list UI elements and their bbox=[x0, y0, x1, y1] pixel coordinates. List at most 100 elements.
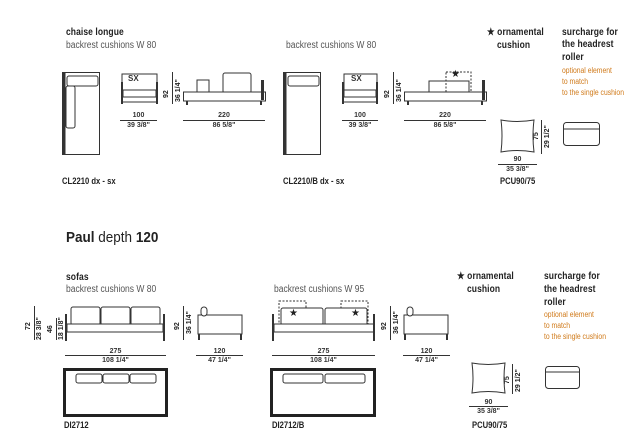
ornamental-label: ★ ornamental bbox=[487, 28, 544, 38]
cushion-code: PCU90/75 bbox=[500, 176, 536, 186]
product-code: CL2210/B dx - sx bbox=[283, 176, 345, 186]
surcharge-line3: roller bbox=[544, 297, 566, 308]
headrest-roller-drawing bbox=[545, 366, 580, 389]
height-dim: 92 bbox=[384, 90, 391, 98]
section-heading-sofas: sofas bbox=[66, 272, 89, 283]
width-dim-in: 39 3/8" bbox=[348, 122, 372, 129]
chaise-b-top-view bbox=[283, 72, 321, 155]
width-dim: 275 bbox=[109, 348, 122, 355]
subtitle: backrest cushions W 95 bbox=[274, 284, 365, 295]
front-label: SX bbox=[351, 74, 362, 83]
cushion-height: 75 bbox=[533, 132, 540, 140]
height-dim-in: 36 1/4" bbox=[175, 79, 182, 102]
dim-line bbox=[469, 406, 508, 407]
depth-dim: 120 bbox=[420, 348, 433, 355]
dim-line bbox=[404, 120, 486, 121]
sofa-side-view bbox=[197, 306, 243, 340]
height-dim-line bbox=[172, 72, 173, 104]
dim-line bbox=[196, 355, 243, 356]
ornamental-label: ★ ornamental bbox=[457, 272, 514, 282]
height-dim-in: 36 1/4" bbox=[396, 79, 403, 102]
height-dim: 92 bbox=[174, 322, 181, 330]
length-dim: 220 bbox=[439, 112, 451, 119]
cushion-drawing bbox=[471, 362, 506, 394]
dim-line bbox=[65, 355, 166, 356]
height-dim: 92 bbox=[163, 90, 170, 98]
dim-line bbox=[120, 120, 157, 121]
cushion-width-in: 35 3/8" bbox=[506, 166, 529, 173]
subtitle: backrest cushions W 80 bbox=[66, 40, 157, 51]
collection-name: Paul bbox=[66, 229, 95, 246]
cushion-height: 75 bbox=[504, 376, 511, 384]
dim-line bbox=[56, 318, 57, 340]
cushion-drawing bbox=[500, 119, 535, 153]
chaise-b-front-view bbox=[342, 73, 378, 104]
cushion-code: PCU90/75 bbox=[472, 420, 508, 430]
width-dim-in: 39 3/8" bbox=[127, 122, 150, 129]
height-dim-line bbox=[512, 364, 513, 394]
height-dim-line bbox=[393, 72, 394, 104]
cushion-width-in: 35 3/8" bbox=[477, 408, 500, 415]
chaise-side-view bbox=[183, 72, 266, 105]
ornamental-line2: cushion bbox=[497, 40, 531, 51]
height-dim: 92 bbox=[381, 322, 388, 330]
subtitle: backrest cushions W 80 bbox=[286, 40, 377, 51]
cushion-height-in: 29 1/2" bbox=[515, 369, 522, 392]
ornamental-star-icon: ★ bbox=[451, 69, 460, 80]
surcharge-line1: surcharge for bbox=[562, 27, 618, 38]
sofa-b-side-view bbox=[403, 306, 449, 340]
ornamental-line1: ornamental bbox=[497, 27, 544, 38]
cushion-width: 90 bbox=[484, 399, 493, 406]
chaise-top-view bbox=[62, 72, 100, 155]
optional-line1: optional element bbox=[544, 310, 594, 319]
optional-line2: to match bbox=[562, 77, 589, 86]
dim-line bbox=[34, 306, 35, 340]
ornamental-line1: ornamental bbox=[467, 271, 514, 282]
dim-line bbox=[498, 164, 537, 165]
dim-line bbox=[183, 120, 265, 121]
height-dim-in: 36 1/4" bbox=[186, 311, 193, 334]
chaise-b-side-view bbox=[404, 71, 487, 105]
dim-line bbox=[342, 120, 378, 121]
width-dim-in: 108 1/4" bbox=[102, 357, 129, 364]
product-code: DI2712/B bbox=[272, 420, 305, 430]
depth-value: 120 bbox=[135, 229, 159, 246]
sofa-top-view bbox=[63, 368, 168, 417]
depth-dim-in: 47 1/4" bbox=[415, 357, 438, 364]
surcharge-line1: surcharge for bbox=[544, 271, 600, 282]
back-height-in: 28 3/8" bbox=[36, 317, 43, 340]
width-dim: 100 bbox=[132, 112, 145, 119]
ornamental-star-icon: ★ bbox=[351, 308, 360, 319]
length-dim-in: 86 5/8" bbox=[433, 122, 457, 129]
surcharge-line2: the headrest bbox=[562, 39, 614, 50]
sofa-b-top-view bbox=[270, 368, 376, 417]
front-label: SX bbox=[128, 74, 139, 83]
height-dim-in: 36 1/4" bbox=[393, 311, 400, 334]
width-dim: 100 bbox=[354, 112, 366, 119]
depth-label: depth bbox=[98, 229, 133, 246]
subtitle: backrest cushions W 80 bbox=[66, 284, 157, 295]
page-title: Paul depth 120 bbox=[66, 230, 158, 245]
optional-line3: to the single cushion bbox=[562, 88, 624, 97]
height-dim-line bbox=[541, 120, 542, 154]
dim-line bbox=[403, 355, 450, 356]
optional-line1: optional element bbox=[562, 66, 612, 75]
height-dim-line bbox=[390, 306, 391, 340]
optional-line3: to the single cushion bbox=[544, 332, 606, 341]
product-code: DI2712 bbox=[64, 420, 89, 430]
star-icon: ★ bbox=[487, 27, 495, 38]
sofa-b-front-view bbox=[272, 300, 375, 341]
surcharge-line2: the headrest bbox=[544, 284, 596, 295]
sofa-front-view bbox=[65, 306, 165, 341]
ornamental-line2: cushion bbox=[467, 284, 501, 295]
height-dim-line bbox=[183, 306, 184, 340]
length-dim-in: 86 5/8" bbox=[212, 122, 236, 129]
ornamental-star-icon: ★ bbox=[289, 308, 298, 319]
chaise-front-view bbox=[121, 73, 158, 104]
product-code: CL2210 dx - sx bbox=[62, 176, 116, 186]
surcharge-line3: roller bbox=[562, 52, 584, 63]
back-height: 72 bbox=[25, 322, 32, 330]
length-dim: 220 bbox=[218, 112, 230, 119]
headrest-roller-drawing bbox=[563, 122, 600, 146]
